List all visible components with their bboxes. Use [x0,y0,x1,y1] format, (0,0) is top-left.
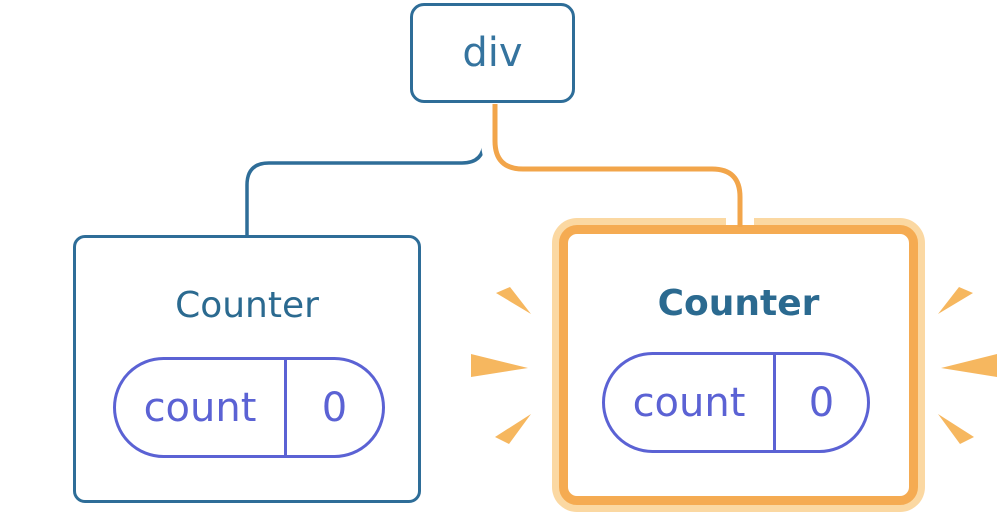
counter-card-right: Counter count 0 [559,225,918,505]
spark-icon [938,287,973,314]
spark-icon [496,287,531,314]
counter-card-left: Counter count 0 [73,235,421,503]
state-value: 0 [321,384,348,431]
state-pill: count 0 [602,352,870,453]
connector-div-to-left-counter [245,104,486,238]
tree-node-div-label: div [462,30,523,76]
connector-div-to-right-counter [492,104,743,227]
spark-icon [2,354,55,378]
spark-icon [471,354,528,377]
spark-burst-left-counter [2,290,55,451]
state-key: count [605,355,776,450]
spark-icon [938,414,974,444]
state-key: count [116,360,287,455]
counter-title: Counter [175,285,319,326]
spark-icon [941,354,997,377]
spark-burst-right-counter-left [471,287,531,444]
spark-burst-right-counter-right [938,287,997,444]
spark-icon [495,414,531,444]
tree-node-div: div [410,3,575,103]
state-pill: count 0 [113,357,385,458]
spark-icon [24,419,54,451]
connector-highlight-casing [481,104,754,225]
state-value: 0 [808,379,835,426]
spark-icon [24,290,53,319]
counter-title: Counter [657,283,820,324]
